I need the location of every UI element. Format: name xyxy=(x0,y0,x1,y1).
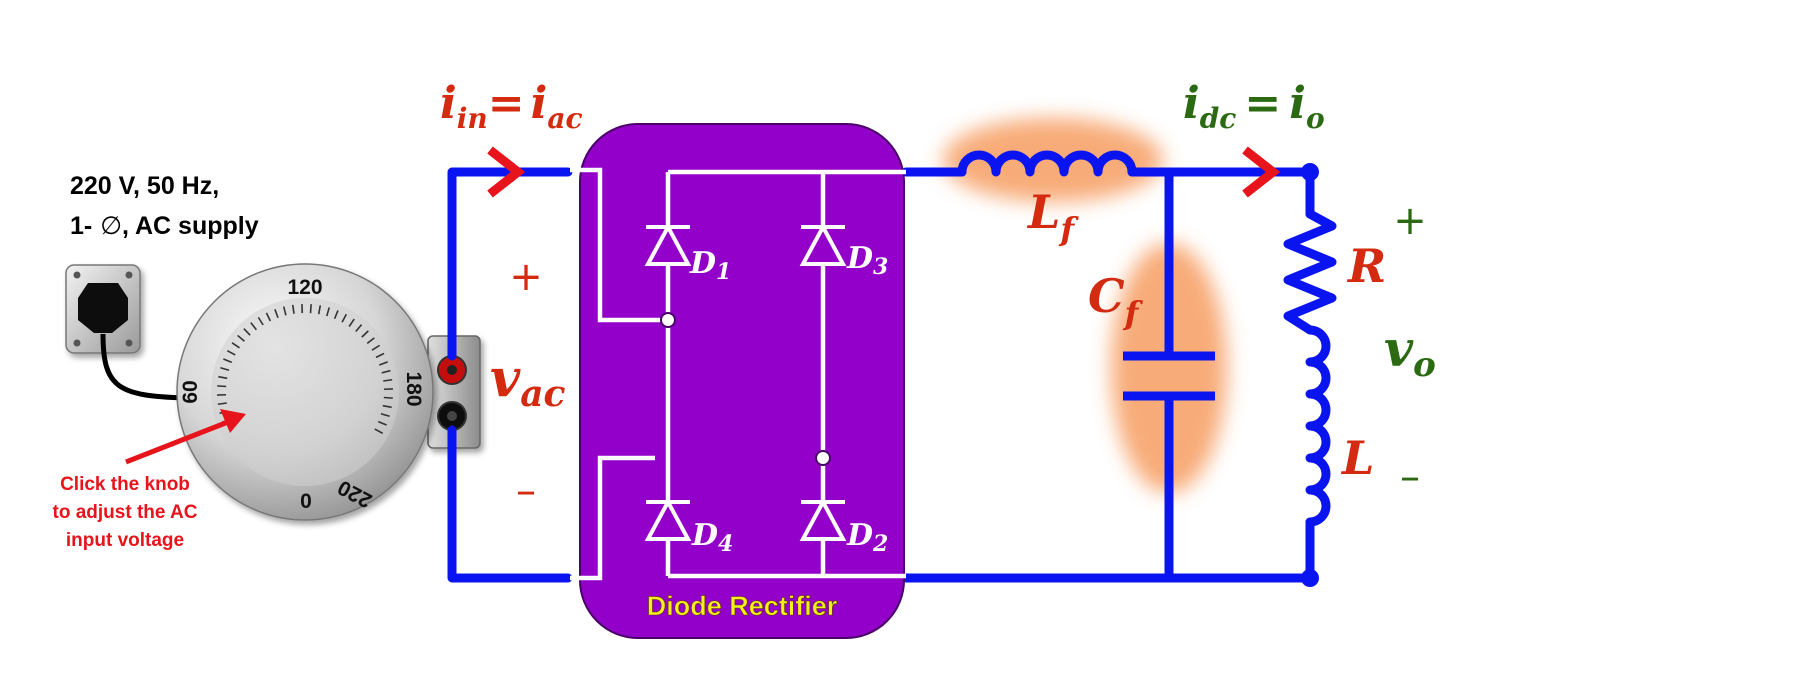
knob-scale-tick xyxy=(217,385,227,388)
knob-scale-tick xyxy=(317,305,322,315)
filter-inductor-label: Lf xyxy=(1026,185,1079,248)
filter-inductor-coil xyxy=(957,150,1137,177)
bridge-node-a xyxy=(660,312,676,328)
supply-line-2: 1-∅, AC supply xyxy=(70,212,259,240)
hint-arrowhead-icon xyxy=(220,409,246,433)
wall-socket xyxy=(65,264,141,354)
knob-scale-ticks xyxy=(217,304,393,435)
hint-line-2: to adjust the AC xyxy=(53,502,198,523)
knob-scale-tick xyxy=(326,307,331,317)
knob-scale-tick xyxy=(341,313,348,323)
label-d2: D2 xyxy=(846,518,888,557)
filter-capacitor-label: Cf xyxy=(1088,269,1144,332)
load-inductor-label: L xyxy=(1340,431,1374,485)
knob-scale-tick xyxy=(348,318,355,327)
knob-tick-label-180: 180 xyxy=(402,371,425,406)
hint-line-1: Click the knob xyxy=(60,474,190,495)
output-voltage-minus: – xyxy=(1400,454,1420,500)
knob-scale-tick xyxy=(257,316,264,326)
socket-icon xyxy=(78,283,128,333)
rectifier-label: Diode Rectifier xyxy=(647,591,838,621)
label-d1: D1 xyxy=(689,246,731,285)
load-resistor-zigzag xyxy=(1283,209,1337,335)
output-current-arrow-icon xyxy=(1242,146,1281,198)
knob-scale-tick xyxy=(378,361,388,366)
knob-scale-tick xyxy=(217,402,227,406)
diode-rectifier-block: D1 D3 D4 D2 Diode Rectifier xyxy=(570,123,906,639)
diode-d2 xyxy=(799,497,847,541)
supply-label: 220 V, 50 Hz, 1-∅, AC supply xyxy=(70,172,259,240)
knob-scale-tick xyxy=(374,428,384,435)
knob-scale-tick xyxy=(223,358,233,364)
knob-scale-tick xyxy=(333,310,339,320)
knob-scale-tick xyxy=(237,334,245,342)
bridge-node-b xyxy=(815,450,831,466)
label-d3: D3 xyxy=(846,241,888,280)
knob-scale-tick xyxy=(243,328,251,336)
knob-tick-label-120: 120 xyxy=(287,276,322,299)
knob-scale-tick xyxy=(218,375,228,380)
knob-scale-tick xyxy=(383,378,393,382)
load-inductor-coil xyxy=(1305,325,1331,527)
circuit-wires xyxy=(447,150,1337,583)
knob-scale-tick xyxy=(250,322,257,331)
knob-scale-tick xyxy=(380,413,390,418)
diode-d3 xyxy=(799,222,847,266)
load-resistor-label: R xyxy=(1346,239,1386,293)
knob-scale-tick xyxy=(265,312,272,322)
rectifier-box xyxy=(579,123,905,639)
knob-scale-tick xyxy=(383,396,393,399)
knob-hint: Click the knob to adjust the AC input vo… xyxy=(53,409,246,551)
knob-tick-label-60: 60 xyxy=(179,380,202,403)
input-bottom-wire xyxy=(447,425,573,583)
knob-scale-tick xyxy=(371,344,381,351)
label-d4: D4 xyxy=(691,518,733,557)
hint-arrow xyxy=(125,419,229,465)
output-voltage-plus: + xyxy=(1393,198,1427,244)
hint-line-3: input voltage xyxy=(66,530,184,551)
knob-scale-tick xyxy=(226,349,236,356)
input-current-arrow-icon xyxy=(487,146,526,198)
input-top-wire xyxy=(447,167,573,361)
node-output-bottom xyxy=(1301,569,1319,587)
knob-scale-tick xyxy=(220,366,230,371)
power-cord xyxy=(100,333,187,401)
diode-d4 xyxy=(644,497,692,541)
input-voltage-label: vac xyxy=(490,348,566,415)
knob-scale-tick xyxy=(355,324,363,332)
knob-scale-tick xyxy=(231,342,240,349)
knob-scale-tick xyxy=(282,306,287,316)
supply-line-1: 220 V, 50 Hz, xyxy=(70,172,219,200)
diode-d1 xyxy=(644,222,692,266)
voltage-knob[interactable]: 120 60 180 0 220 xyxy=(176,263,434,521)
knob-scale-tick xyxy=(309,304,312,314)
knob-scale-tick xyxy=(274,309,279,319)
knob-scale-tick xyxy=(291,304,295,314)
knob-scale-tick xyxy=(361,330,369,338)
node-output-top xyxy=(1301,163,1319,181)
knob-scale-tick xyxy=(377,420,387,426)
knob-scale-tick xyxy=(381,369,391,374)
input-current-label: iin=iac xyxy=(440,78,583,135)
knob-scale-tick xyxy=(382,404,392,409)
output-current-label: idc=io xyxy=(1183,78,1325,135)
input-voltage-minus: – xyxy=(516,468,536,514)
knob-scale-tick xyxy=(366,337,375,344)
knob-tick-label-0: 0 xyxy=(300,490,312,513)
output-voltage-label: vo xyxy=(1384,319,1436,385)
knob-scale-tick xyxy=(375,352,385,359)
input-voltage-plus: + xyxy=(509,254,543,300)
